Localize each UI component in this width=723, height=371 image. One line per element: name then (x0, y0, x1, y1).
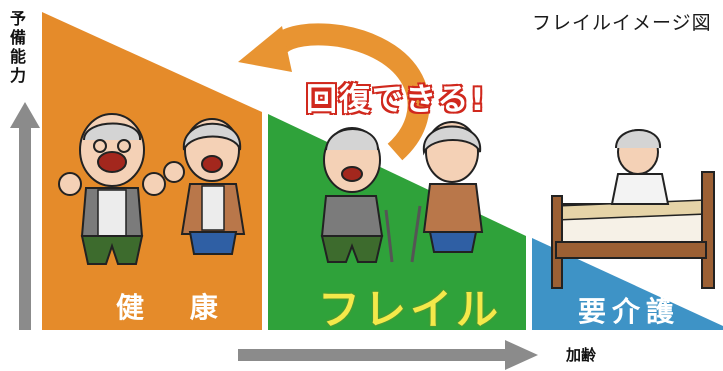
bedridden-person-illustration (551, 129, 715, 289)
x-axis-arrow (238, 340, 538, 370)
care-label: 要介護 (578, 295, 681, 328)
segment-divider-1 (262, 100, 268, 332)
recover-callout: 回復できる! (305, 81, 487, 119)
care-segment (532, 238, 723, 330)
diagram-title: フレイルイメージ図 (532, 12, 712, 34)
healthy-man-illustration (58, 113, 166, 265)
frail-label: フレイル (318, 285, 503, 334)
recover-arrow (238, 23, 430, 161)
x-axis-label: 加齢 (566, 346, 597, 364)
segment-divider-2 (526, 220, 532, 332)
y-axis-arrow (10, 102, 40, 330)
frail-woman-illustration (410, 121, 484, 263)
frail-man-illustration (320, 127, 394, 263)
y-axis-label: 予備能力 (7, 10, 26, 86)
healthy-label: 健 康 (116, 291, 236, 324)
healthy-woman-illustration (163, 118, 246, 255)
